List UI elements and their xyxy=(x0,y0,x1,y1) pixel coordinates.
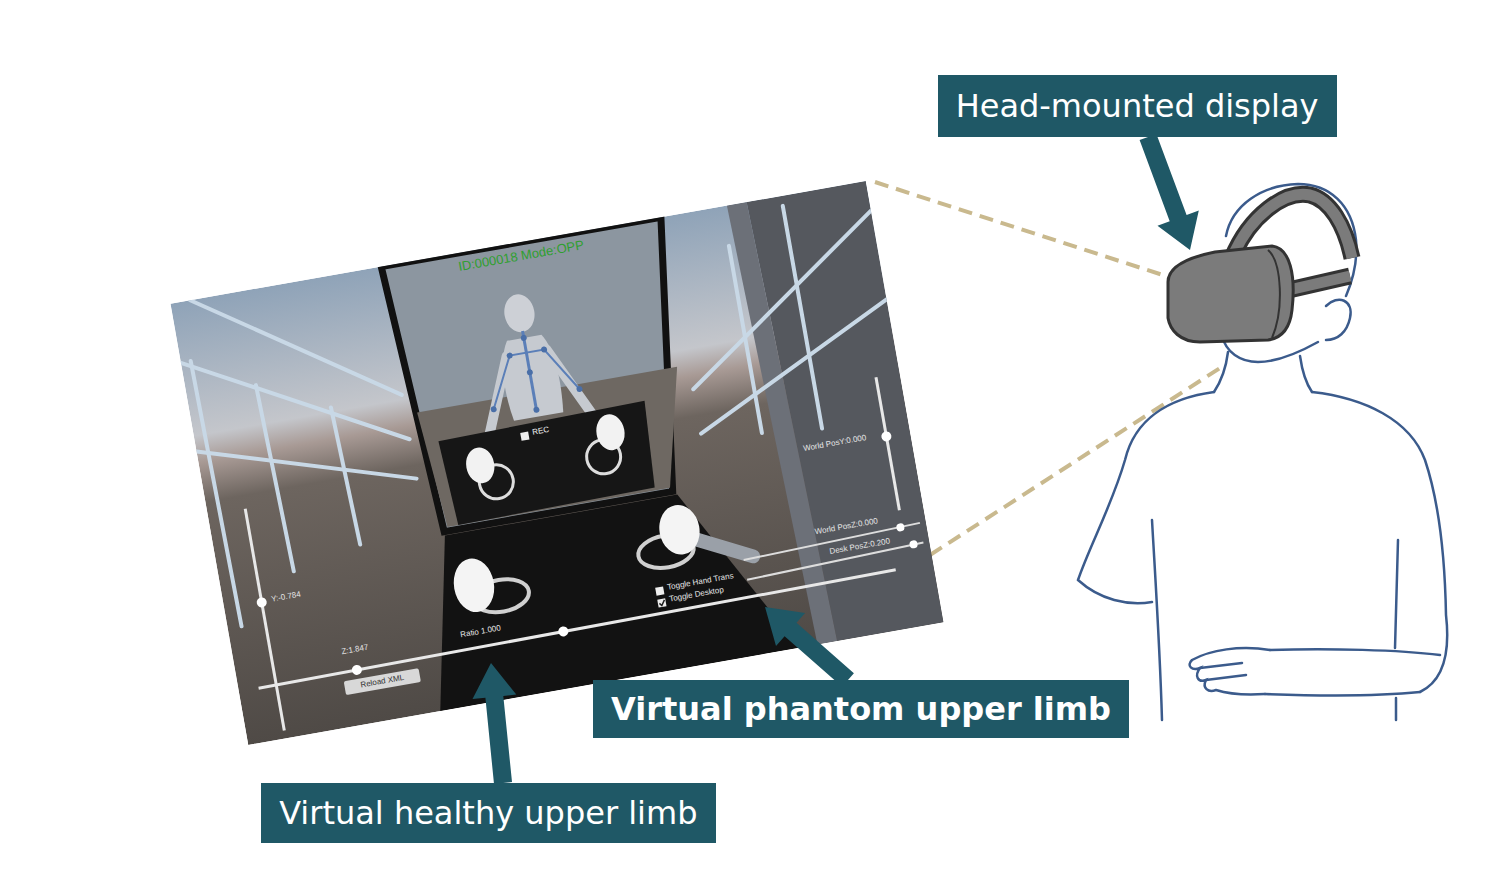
torso-side xyxy=(1395,698,1398,720)
slider-knob xyxy=(909,540,918,549)
avatar-joint xyxy=(520,334,527,341)
avatar-joint xyxy=(506,352,513,359)
checkbox xyxy=(520,432,529,441)
screen-text: Z:1.847 xyxy=(341,643,369,657)
avatar-head xyxy=(501,292,537,335)
avatar-joint xyxy=(526,369,533,376)
scene-bar xyxy=(190,267,402,428)
checkmark xyxy=(659,600,665,606)
neck xyxy=(1300,356,1312,392)
label-box: Head-mounted display xyxy=(938,75,1337,137)
screen-text: ID:000018 Mode:OPP xyxy=(457,237,585,274)
person-figure xyxy=(1078,184,1447,720)
torso-side xyxy=(1152,520,1162,720)
scene-background xyxy=(170,181,943,745)
torso-side xyxy=(1395,540,1398,648)
avatar-joint xyxy=(533,406,540,413)
avatar-bone xyxy=(485,345,580,410)
ui-slider xyxy=(258,570,897,688)
avatar-joint xyxy=(490,406,497,413)
head-mounted-display xyxy=(1168,246,1293,342)
screen-text: World PosZ:0.000 xyxy=(814,516,879,537)
pointer-arrow xyxy=(1140,134,1199,250)
avatar-joint xyxy=(541,346,548,353)
scene-bar xyxy=(197,415,417,516)
ui-slider xyxy=(876,377,899,510)
slider-knob xyxy=(896,523,905,532)
label-box: Virtual phantom upper limb xyxy=(593,680,1129,738)
checkbox xyxy=(655,586,664,595)
screen-text: Desk PosZ:0.200 xyxy=(829,536,891,556)
callout-text: Virtual phantom upper limb xyxy=(611,690,1111,728)
slider-knob xyxy=(881,431,893,443)
label-box: Virtual healthy upper limb xyxy=(261,783,716,843)
slider-knob xyxy=(558,626,570,638)
forearm xyxy=(1265,692,1420,695)
mirror-hand xyxy=(594,412,628,452)
screen-text: Ratio 1.000 xyxy=(460,623,502,640)
finger xyxy=(1200,663,1242,668)
finger xyxy=(1206,675,1246,680)
screen-text: Y:-0.784 xyxy=(271,590,302,605)
avatar-joint xyxy=(576,385,583,392)
scene-bar xyxy=(684,299,904,433)
vr-screenshot xyxy=(170,181,943,745)
hmd-edge xyxy=(1268,250,1280,338)
view-line xyxy=(875,182,1172,278)
scene-bar xyxy=(729,246,762,433)
callout-text: Virtual healthy upper limb xyxy=(279,794,697,832)
screen-text: World PosY:0.000 xyxy=(802,433,867,454)
ui-slider xyxy=(245,509,284,731)
screen-text: REC xyxy=(532,425,550,437)
forearm xyxy=(1270,649,1440,655)
checkbox xyxy=(657,598,666,607)
ear xyxy=(1326,300,1351,340)
pointer-arrow xyxy=(473,663,517,784)
virtual-desk xyxy=(410,478,799,711)
virtual-mirror xyxy=(381,217,708,534)
avatar-joints xyxy=(479,326,585,420)
avatar-bone xyxy=(523,331,537,412)
arm-outline xyxy=(1312,392,1447,692)
hand xyxy=(1190,648,1270,694)
scene-bar xyxy=(191,360,242,627)
scene-bar xyxy=(783,206,822,429)
pointer-arrow xyxy=(765,607,854,687)
slider-knob xyxy=(351,664,363,676)
pointer-arrows xyxy=(473,134,1199,784)
shoulder-stump xyxy=(1078,392,1214,603)
neck xyxy=(1214,352,1228,392)
callout-text: Head-mounted display xyxy=(956,87,1319,125)
scene-bar xyxy=(668,211,896,390)
virtual-phantom-hand xyxy=(655,502,703,558)
view-line xyxy=(930,368,1220,555)
mirror-hand xyxy=(463,445,497,485)
virtual-healthy-hand xyxy=(450,555,499,615)
scene-bar xyxy=(331,407,360,546)
slider-knob xyxy=(256,597,268,609)
ui-button: Reload XML xyxy=(344,668,421,695)
scene-bar xyxy=(256,384,294,572)
